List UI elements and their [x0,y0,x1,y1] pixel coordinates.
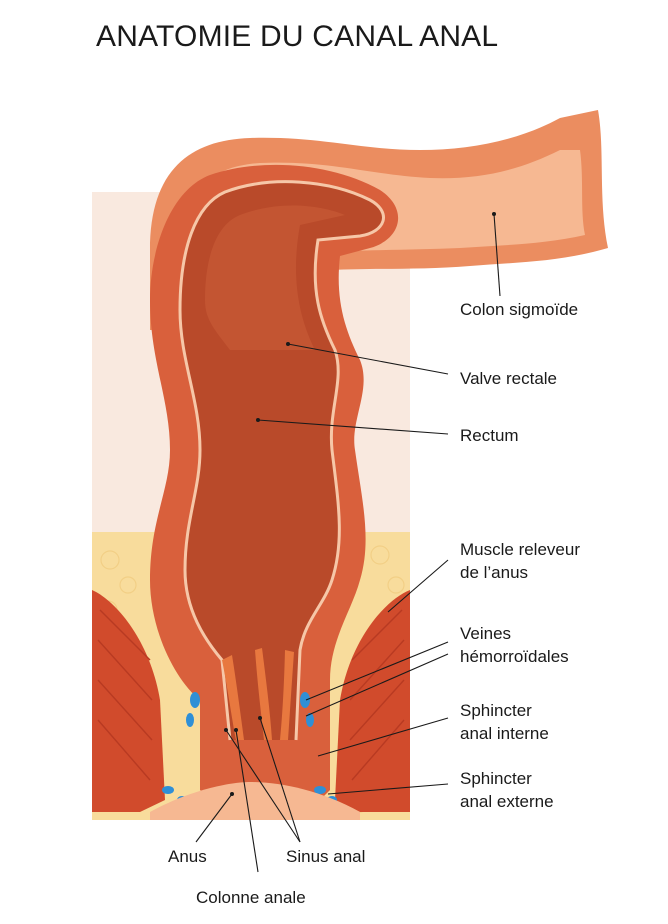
label-colonne-anale: Colonne anale [196,888,306,907]
levator-right [335,590,410,812]
label-sphincter-interne-line2: anal interne [460,724,549,743]
label-sphincter-interne-line1: Sphincter [460,701,532,720]
levator-left [92,590,165,812]
label-sphincter-externe: Sphincter anal externe [460,767,554,813]
label-valve-rectale: Valve rectale [460,369,558,388]
label-sphincter-interne: Sphincter anal interne [460,699,549,745]
label-veines-line2: hémorroïdales [460,647,569,666]
label-veines: Veines hémorroïdales [460,622,569,668]
label-colon-sigmoide: Colon sigmoïde [460,300,579,319]
muscle-striations [97,609,405,781]
label-sphincter-externe-line2: anal externe [460,792,554,811]
label-muscle-releveur-line2: de l’anus [460,563,529,582]
lumen-lining [178,180,385,741]
label-veines-line1: Veines [460,624,512,643]
leader-dots [224,212,496,796]
label-sphincter-externe-line1: Sphincter [460,769,532,788]
page-title: ANATOMIE DU CANAL ANAL [96,20,499,53]
label-muscle-releveur: Muscle releveur de l’anus [460,538,580,584]
label-sinus-anal: Sinus anal [286,847,366,866]
leader-lines [195,213,501,873]
label-rectum: Rectum [460,426,519,445]
label-anus: Anus [168,847,207,866]
perianal-skin [150,782,360,820]
rectum-lumen-highlight [205,205,345,350]
label-muscle-releveur-line1: Muscle releveur [460,540,580,559]
anal-columns [222,648,294,740]
